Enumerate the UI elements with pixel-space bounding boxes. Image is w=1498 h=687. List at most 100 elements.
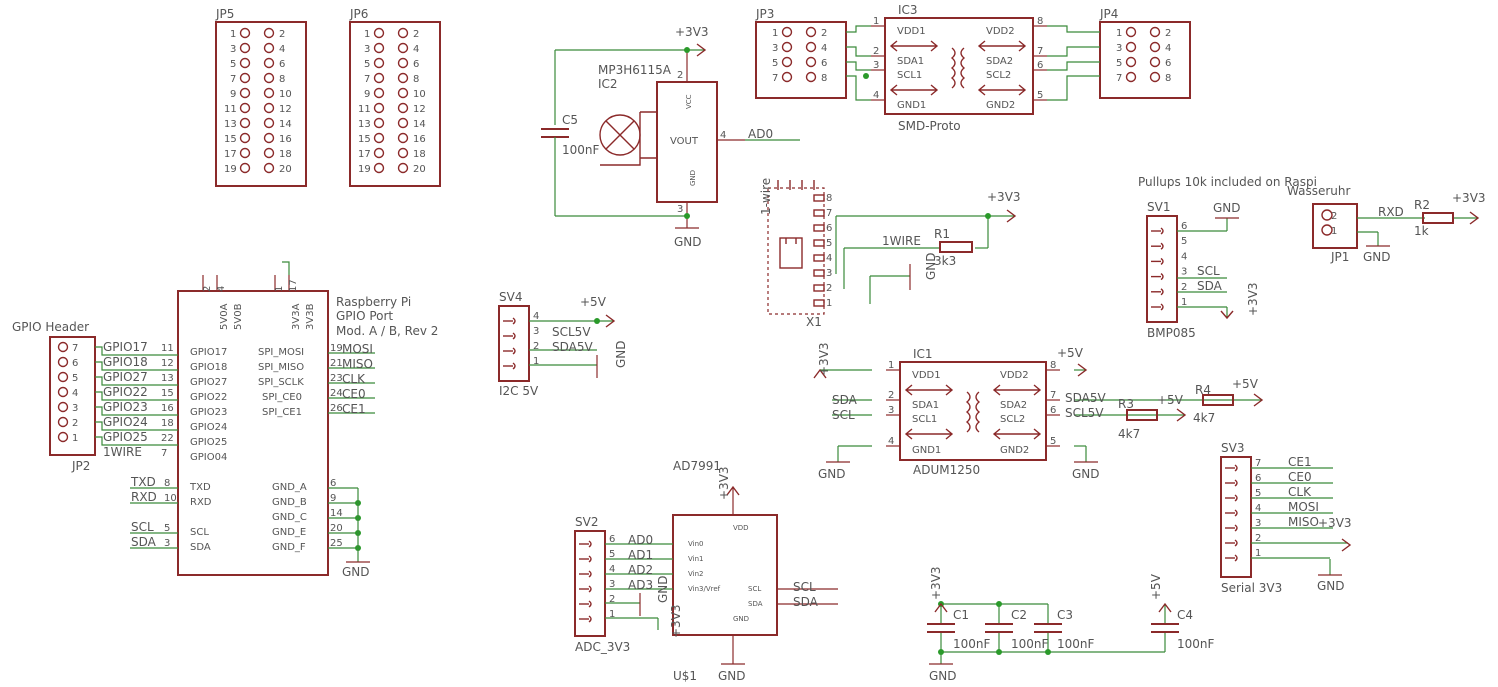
ic1-pin: 4 <box>888 436 894 447</box>
ic3-isolator[interactable]: IC3 SMD-Proto VDD1 SDA1 SCL1 GND1 VDD2 S… <box>871 3 1047 133</box>
jp2-pad <box>57 416 69 428</box>
ic3-scl2: SCL2 <box>986 70 1011 81</box>
ic1-scl2: SCL2 <box>1000 414 1025 425</box>
ic3-sda1: SDA1 <box>897 56 924 67</box>
rpi-serial-pin: 5 <box>164 523 170 534</box>
ic2-gnd-label: GND <box>674 235 702 249</box>
ic1-arrow <box>904 428 954 440</box>
ic1-scl5v-net: SCL5V <box>1065 406 1104 420</box>
ic3-pin: 1 <box>873 16 879 27</box>
ic1-pin: 5 <box>1050 436 1056 447</box>
x1-pin <box>813 209 825 217</box>
r2-name: R2 <box>1414 198 1430 212</box>
ic1-pin: 1 <box>888 360 894 371</box>
jp4-pin-6: 6 <box>1165 58 1171 69</box>
sv3-net: CE0 <box>1288 470 1312 484</box>
jp5-pad <box>263 72 275 84</box>
jp4-pin-8: 8 <box>1165 73 1171 84</box>
rpi-serial-net: RXD <box>131 490 157 504</box>
sv4-gnd-net: GND <box>614 340 628 368</box>
jp3-pin-5: 5 <box>772 58 778 69</box>
jp6-pad <box>373 27 385 39</box>
ic3-name: IC3 <box>898 3 918 17</box>
sv2-part: ADC_3V3 <box>575 640 630 654</box>
r2-resistor[interactable]: R2 1k <box>1414 198 1454 238</box>
ic2-pressure-sensor[interactable]: MP3H6115A IC2 VCC VOUT GND 2 3 4 <box>598 50 745 228</box>
ic1-5v-net: +5V <box>1057 346 1084 360</box>
jp6-pin-4: 4 <box>413 44 419 55</box>
rpi-gnd: GND_F <box>272 542 306 553</box>
ic1-sda2: SDA2 <box>1000 400 1027 411</box>
jp5-pin-17: 17 <box>224 149 237 160</box>
sv3-gnd-label: GND <box>1317 579 1345 593</box>
ic3-wire <box>846 75 871 101</box>
jp2-net: GPIO27 <box>103 370 148 384</box>
x1-pin-label: 2 <box>826 283 832 294</box>
c1-capacitor[interactable]: C1 100nF <box>927 608 991 651</box>
jp4-pin-4: 4 <box>1165 43 1171 54</box>
r4-resistor[interactable]: R4 4k7 <box>1193 383 1234 425</box>
rpi-spi-pin: 19 <box>330 343 343 354</box>
ic1-adum1250[interactable]: IC1 ADUM1250 VDD1 SDA1 SCL1 GND1 VDD2 SD… <box>886 347 1060 477</box>
x1-pin <box>813 224 825 232</box>
ic1-coil <box>975 391 981 433</box>
r1-resistor[interactable]: R1 3k3 <box>934 227 973 268</box>
jp2-wire <box>95 391 178 401</box>
u1-name: U$1 <box>673 669 697 683</box>
sv4-sda5v-net: SDA5V <box>552 340 593 354</box>
sv3-serial-3v3[interactable]: SV3 Serial 3V3 7654321CE1CE0CLKMOSIMISO+… <box>1220 441 1352 595</box>
u1-ad7991[interactable]: AD7991 U$1 VDD Vin0 Vin1 Vin2 Vin3/Vref … <box>672 459 838 683</box>
jp1-wasseruhr[interactable]: 2 1 Wasseruhr JP1 <box>1287 184 1358 264</box>
c2-capacitor[interactable]: C2 100nF <box>985 608 1049 651</box>
ic1-name: IC1 <box>913 347 933 361</box>
jp5-pin-2: 2 <box>279 29 285 40</box>
jp3-pin-7: 7 <box>772 73 778 84</box>
rpi-serial-pin: 8 <box>164 478 170 489</box>
r1-supply-label: +3V3 <box>987 190 1021 204</box>
jp3-pad <box>805 71 817 83</box>
u1-scl: SCL <box>748 585 761 593</box>
r3-value: 4k7 <box>1118 427 1140 441</box>
c3-capacitor[interactable]: C3 100nF <box>1034 608 1095 651</box>
rpi-spi-pin: 24 <box>330 388 343 399</box>
rpi-gnd: GND_B <box>272 497 307 508</box>
c3-value: 100nF <box>1057 637 1095 651</box>
c4-capacitor[interactable]: C4 100nF <box>1151 608 1215 651</box>
jp2-pin-label: 2 <box>72 418 78 429</box>
x1-pin <box>813 254 825 262</box>
jp5-pad <box>239 162 251 174</box>
sv1-gnd-net: GND <box>1213 201 1241 215</box>
sv1-scl-net: SCL <box>1197 264 1220 278</box>
jp2-gpio-header[interactable]: GPIO Header JP2 7654321GPIO17GPIO18GPIO2… <box>12 320 178 473</box>
sv4-pin-cap <box>512 332 516 340</box>
jp5-pad <box>239 42 251 54</box>
jp4-pin-2: 2 <box>1165 28 1171 39</box>
sv1-pin-label: 5 <box>1181 236 1187 247</box>
jp1-gnd-label: GND <box>1363 250 1391 264</box>
jp6-pin-6: 6 <box>413 59 419 70</box>
sv4-pin-cap <box>512 362 516 370</box>
jp6-pad <box>397 147 409 159</box>
c5-capacitor[interactable]: C5 100nF <box>541 113 600 157</box>
rpi-top-pin-num: 4 <box>216 286 227 292</box>
caps-3v3-label: +3V3 <box>929 566 943 600</box>
r3-resistor[interactable]: R3 4k7 <box>1118 397 1158 441</box>
raspberry-pi-port[interactable]: Raspberry Pi GPIO Port Mod. A / B, Rev 2… <box>130 261 438 576</box>
jp1-pin1: 1 <box>1331 226 1337 237</box>
jp2-pin-label: 7 <box>72 343 78 354</box>
jp6-pin-1: 1 <box>364 29 370 40</box>
ic1-part: ADUM1250 <box>913 463 980 477</box>
x1-pin-label: 8 <box>826 193 832 204</box>
sv2-ad3: AD3 <box>628 578 653 592</box>
ic3-vdd2: VDD2 <box>986 26 1015 37</box>
ic3-arrow <box>889 40 939 52</box>
jp6-pad <box>397 102 409 114</box>
